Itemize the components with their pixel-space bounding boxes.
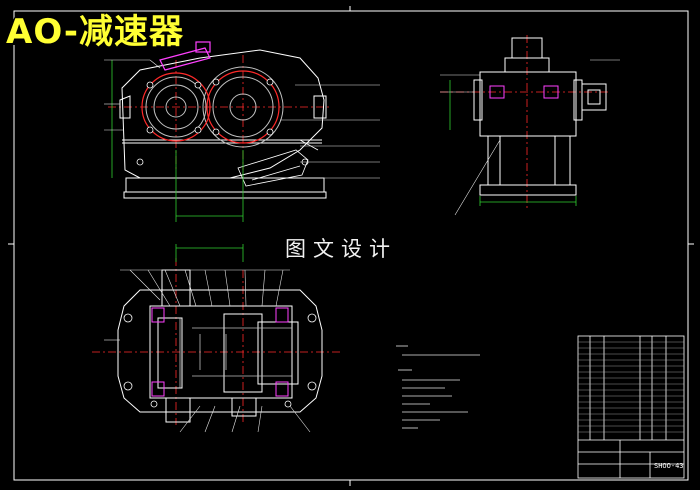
drawing-title: AO-减速器	[6, 12, 184, 52]
sheet-border	[8, 6, 694, 486]
title-block-code: SHOO-43	[654, 462, 684, 470]
front-view	[104, 41, 380, 222]
side-view	[440, 35, 620, 216]
watermark-text: 图文设计	[285, 237, 397, 261]
top-view	[92, 244, 340, 433]
parts-list-table	[577, 335, 685, 479]
technical-notes	[396, 345, 480, 429]
